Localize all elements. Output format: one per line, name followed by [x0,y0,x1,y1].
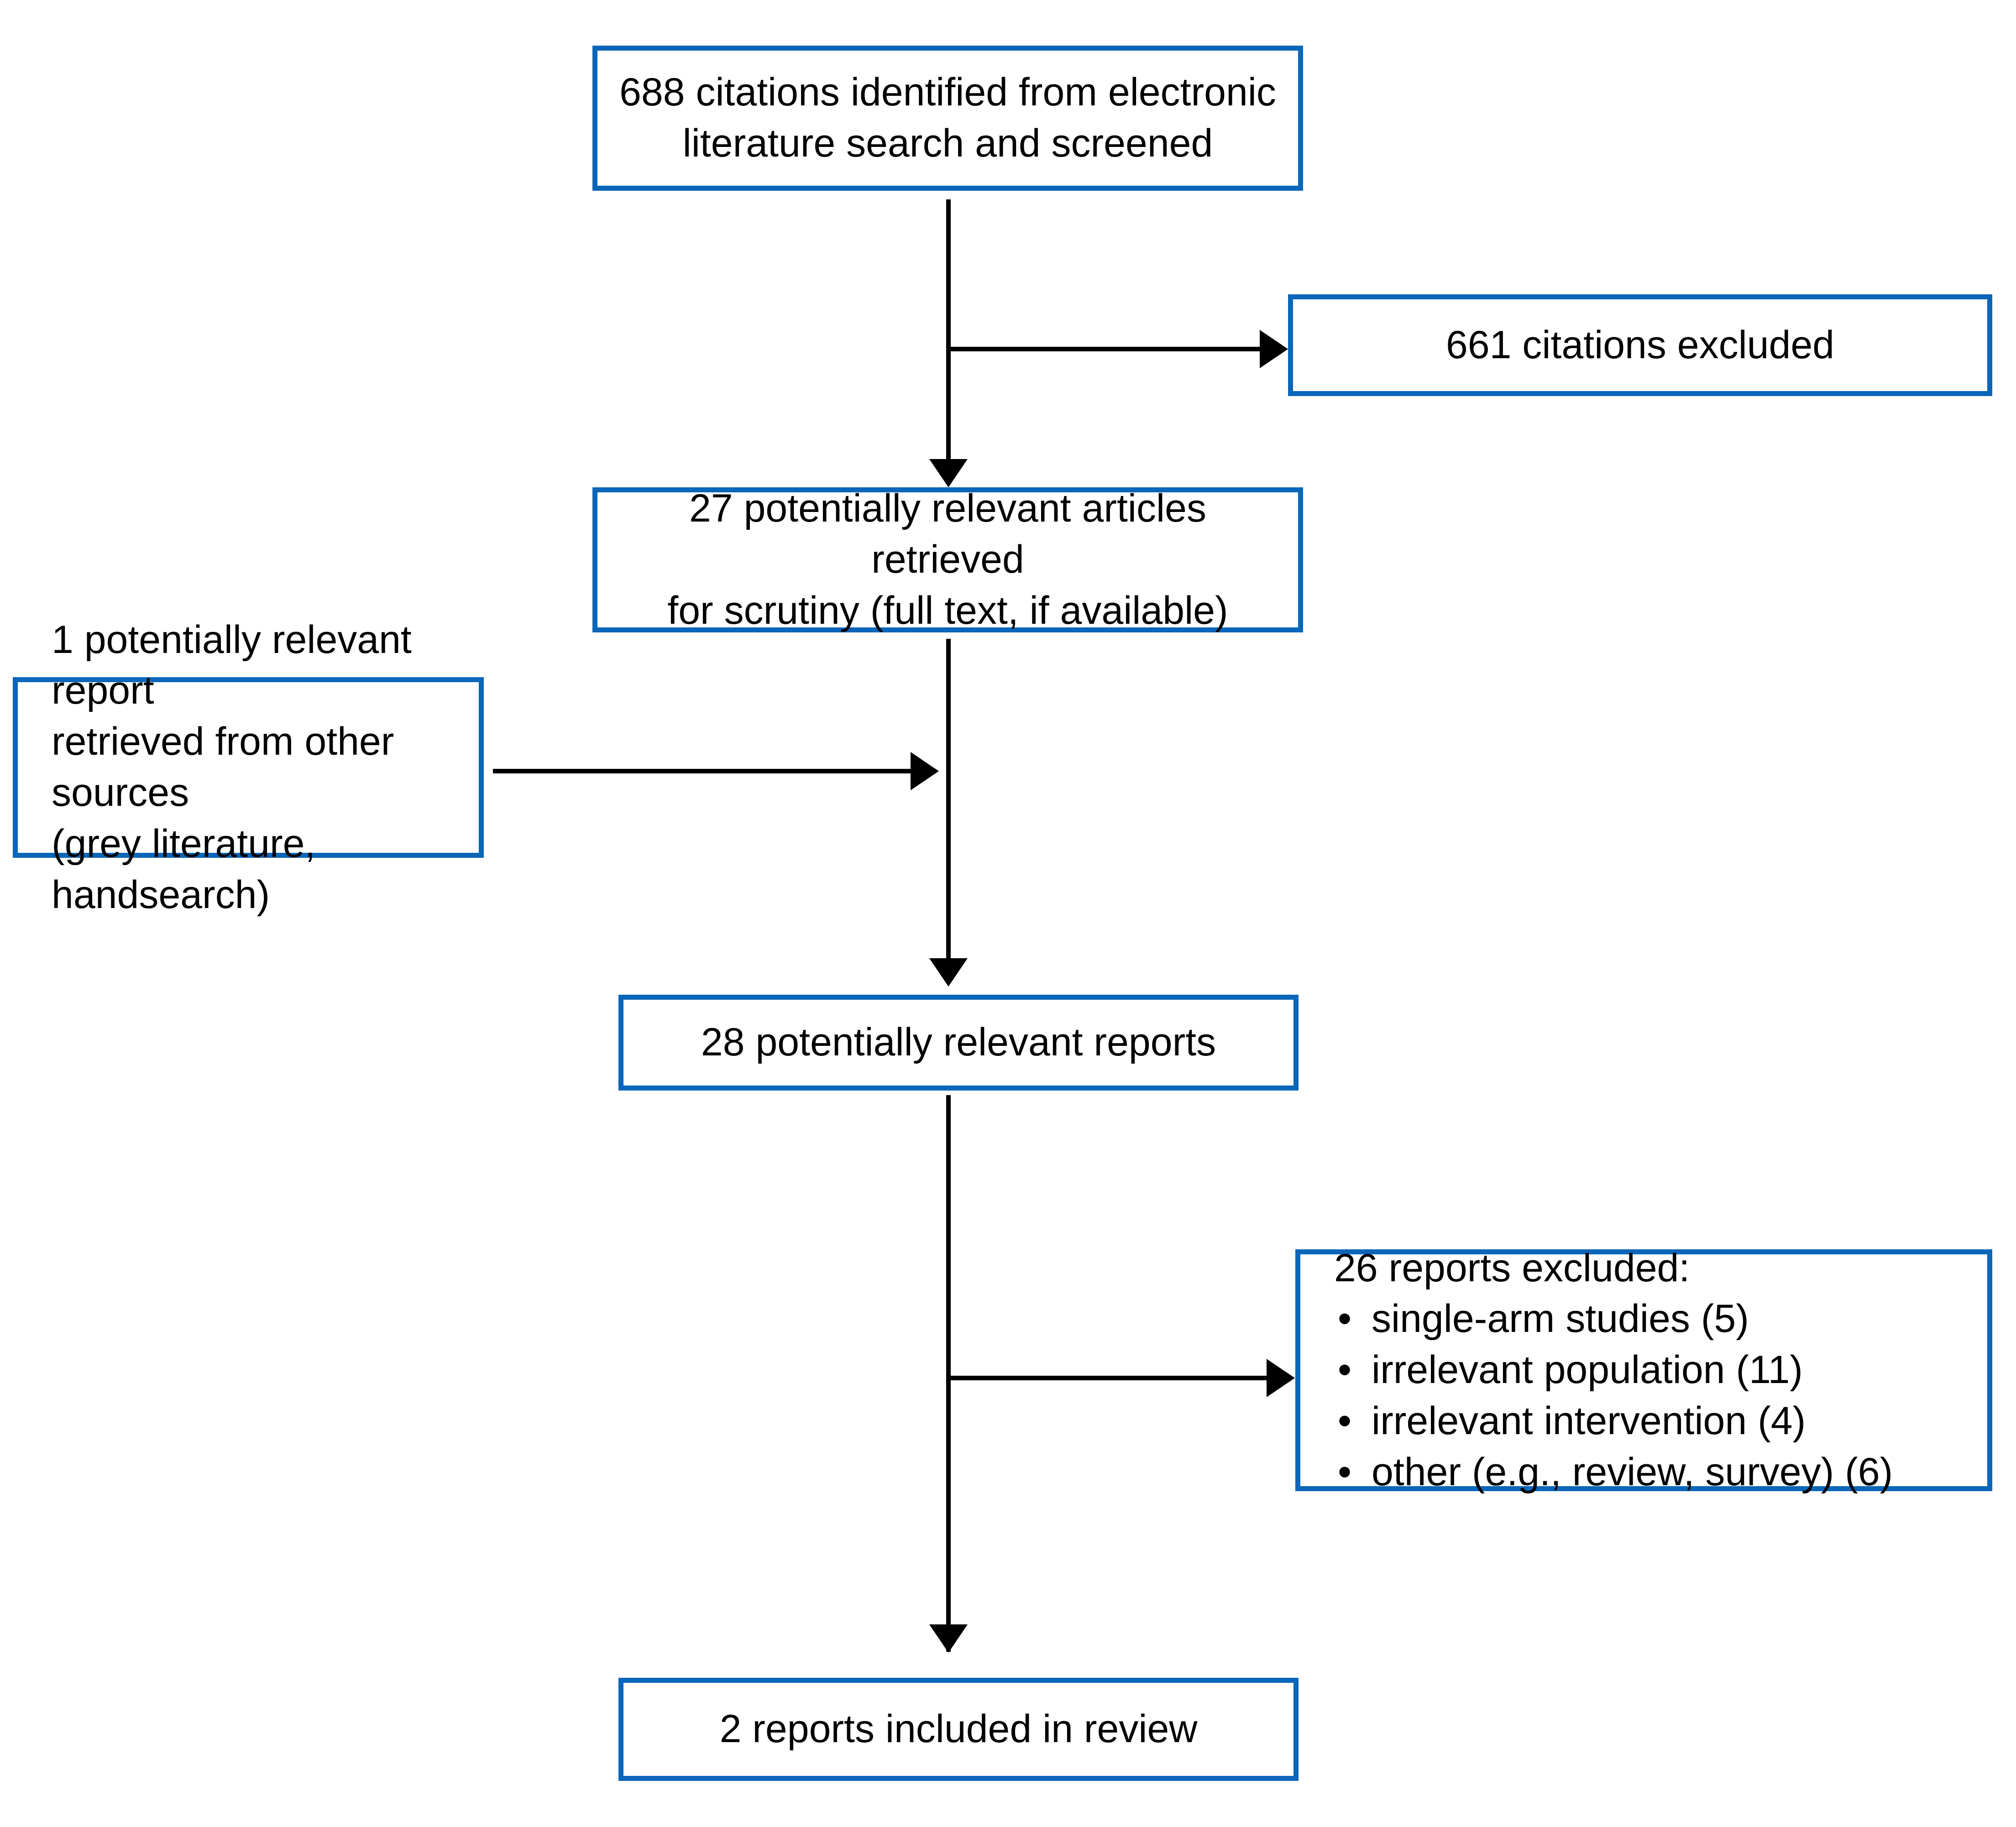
connector-identified-to-citations-excluded [946,347,1266,351]
bullet-icon: • [1338,1297,1352,1341]
connector-retrieved-to-potentially-relevant [946,639,951,960]
node-citations-identified: 688 citations identified from electronic… [592,46,1303,191]
node-potentially-relevant-reports-label: 28 potentially relevant reports [701,1020,1216,1065]
node-citations-identified-label: 688 citations identified from electronic… [619,70,1276,165]
node-articles-retrieved: 27 potentially relevant articles retriev… [592,486,1303,632]
node-articles-retrieved-label: 27 potentially relevant articles retriev… [667,486,1228,632]
list-item: • other (e.g., review, survey) (6) [1334,1447,1987,1498]
reason-label: single-arm studies (5) [1372,1297,1749,1341]
connector-identified-to-retrieved [946,199,951,462]
node-reports-excluded-title: 26 reports excluded: [1334,1246,1690,1290]
node-potentially-relevant-reports: 28 potentially relevant reports [618,995,1299,1091]
reason-label: irrelevant intervention (4) [1372,1399,1806,1443]
bullet-icon: • [1338,1399,1352,1443]
reason-label: other (e.g., review, survey) (6) [1372,1450,1893,1494]
reason-label: irrelevant population (11) [1372,1348,1803,1392]
list-item: • single-arm studies (5) [1334,1294,1987,1345]
arrowhead-potentially-relevant-to-included [929,1624,968,1653]
list-item: • irrelevant intervention (4) [1334,1396,1987,1447]
arrowhead-reports-excluded [1267,1359,1295,1397]
node-reports-included: 2 reports included in review [618,1678,1299,1781]
node-citations-excluded-label: 661 citations excluded [1445,323,1834,367]
node-reports-excluded: 26 reports excluded: • single-arm studie… [1295,1246,1992,1494]
arrowhead-citations-excluded [1260,330,1288,368]
bullet-icon: • [1338,1348,1352,1392]
list-item: • irrelevant population (11) [1334,1345,1987,1396]
node-other-sources: 1 potentially relevant report retrieved … [13,618,484,917]
node-citations-excluded: 661 citations excluded [1288,294,1992,396]
node-other-sources-label: 1 potentially relevant report retrieved … [52,617,412,917]
connector-to-reports-excluded [946,1376,1272,1380]
reports-excluded-reason-list: • single-arm studies (5) • irrelevant po… [1334,1294,1987,1498]
arrowhead-other-sources-to-stem [911,752,939,790]
bullet-icon: • [1338,1450,1352,1494]
arrowhead-identified-to-retrieved [929,459,968,487]
connector-other-sources-to-stem [493,769,915,773]
node-reports-included-label: 2 reports included in review [719,1707,1198,1751]
arrowhead-retrieved-to-potentially-relevant [929,958,968,987]
connector-potentially-relevant-to-included [946,1095,951,1652]
